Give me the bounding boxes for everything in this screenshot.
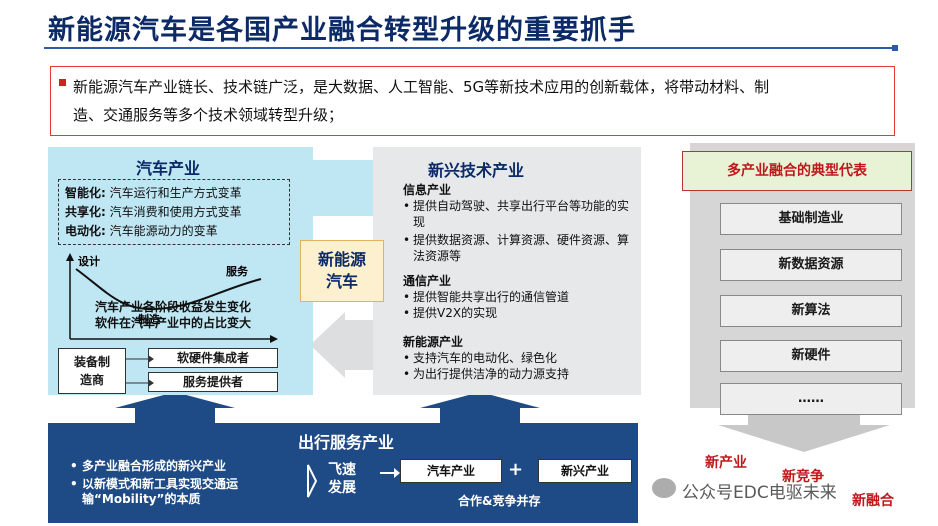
mobility-box-emerging: 新兴产业 [538, 459, 632, 483]
service-provider-box: 服务提供者 [148, 372, 278, 392]
typical-representatives-panel: 多产业融合的典型代表 基础制造业 新数据资源 新算法 新硬件 …… [682, 143, 915, 415]
trend-electric: 电动化: 汽车能源动力的变革 [65, 224, 218, 238]
emerging-tech-title: 新兴技术产业 [428, 161, 525, 180]
auto-industry-panel: 汽车产业 智能化: 汽车运行和生产方式变革 共享化: 汽车消费和使用方式变革 电… [48, 147, 313, 395]
equip-connectors [126, 355, 154, 387]
intro-line-1: 新能源汽车产业链长、技术链广泛，是大数据、人工智能、5G等新技术应用的创新载体，… [73, 78, 770, 96]
integrator-box: 软硬件集成者 [148, 348, 278, 368]
curve-label-manufacture: 制造 [138, 312, 161, 326]
intro-box: 新能源汽车产业链长、技术链广泛，是大数据、人工智能、5G等新技术应用的创新载体，… [50, 66, 895, 136]
down-arrow-rep [718, 408, 890, 452]
curve-label-service: 服务 [226, 264, 249, 278]
auto-trends-box: 智能化: 汽车运行和生产方式变革 共享化: 汽车消费和使用方式变革 电动化: 汽… [58, 179, 290, 245]
curve-label-design: 设计 [78, 254, 100, 268]
mobility-service-bar: 出行服务产业 多产业融合形成的新兴产业 以新模式和新工具实现交通运输“Mobil… [48, 423, 638, 523]
energy-item-1: 支持汽车的电动化、绿色化 [403, 350, 633, 366]
energy-item-2: 为出行提供洁净的动力源支持 [403, 366, 633, 382]
mobility-item-2: 以新模式和新工具实现交通运输“Mobility”的本质 [70, 477, 292, 507]
curve-caption: 汽车产业各阶段收益发生变化 软件在汽车产业中的占比变大 [94, 300, 251, 330]
trend-shared: 共享化: 汽车消费和使用方式变革 [65, 205, 242, 219]
mobility-item-1: 多产业融合形成的新兴产业 [70, 459, 292, 474]
title-underline [44, 47, 894, 49]
nev-center-box: 新能源 汽车 [300, 240, 384, 302]
energy-industry-title: 新能源产业 [403, 335, 464, 349]
rep-item-hardware: 新硬件 [720, 340, 902, 372]
rep-heading: 多产业融合的典型代表 [682, 151, 912, 191]
rep-item-algorithm: 新算法 [720, 295, 902, 327]
page-title: 新能源汽车是各国产业融合转型升级的重要抓手 [48, 15, 636, 46]
auto-industry-title: 汽车产业 [135, 159, 200, 178]
new-industry-label: 新产业 [705, 455, 747, 471]
rep-item-manufacturing: 基础制造业 [720, 203, 902, 235]
info-industry-title: 信息产业 [403, 183, 452, 197]
up-arrow-right [420, 392, 540, 423]
comm-item-2: 提供V2X的实现 [403, 305, 633, 321]
comm-item-1: 提供智能共享出行的通信管道 [403, 289, 633, 305]
info-item-2: 提供数据资源、计算资源、硬件资源、算法资源等 [403, 232, 633, 264]
plus-sign: + [508, 459, 524, 480]
equipment-maker-box: 装备制 造商 [58, 348, 126, 394]
rep-item-data: 新数据资源 [720, 249, 902, 281]
new-competition-label: 新竞争 [782, 469, 824, 485]
mobility-title: 出行服务产业 [298, 433, 395, 452]
value-curve: 设计 制造 服务 [66, 253, 278, 343]
intro-line-2: 造、交通服务等多个技术领域转型升级； [73, 106, 344, 124]
mobility-box-auto: 汽车产业 [400, 459, 502, 483]
wechat-icon [652, 478, 676, 498]
emerging-tech-panel: 新兴技术产业 信息产业 提供自动驾驶、共享出行平台等功能的实现 提供数据资源、计… [373, 147, 641, 395]
title-underline-end [892, 45, 898, 51]
new-fusion-label: 新融合 [852, 493, 894, 509]
trend-intelligent: 智能化: 汽车运行和生产方式变革 [65, 186, 242, 200]
fast-arrow-right-icon [380, 468, 400, 478]
rep-item-more: …… [720, 383, 902, 415]
comm-industry-title: 通信产业 [403, 274, 452, 288]
fast-arrow-icon [307, 464, 318, 498]
info-item-1: 提供自动驾驶、共享出行平台等功能的实现 [403, 198, 633, 230]
watermark-text: 公众号EDC电驱未来 [682, 483, 837, 503]
coop-compete-text: 合作&竞争并存 [458, 494, 541, 508]
fast-development-text: 飞速 发展 [328, 462, 356, 496]
red-square-bullet-icon [59, 79, 66, 86]
up-arrow-left [115, 392, 235, 423]
